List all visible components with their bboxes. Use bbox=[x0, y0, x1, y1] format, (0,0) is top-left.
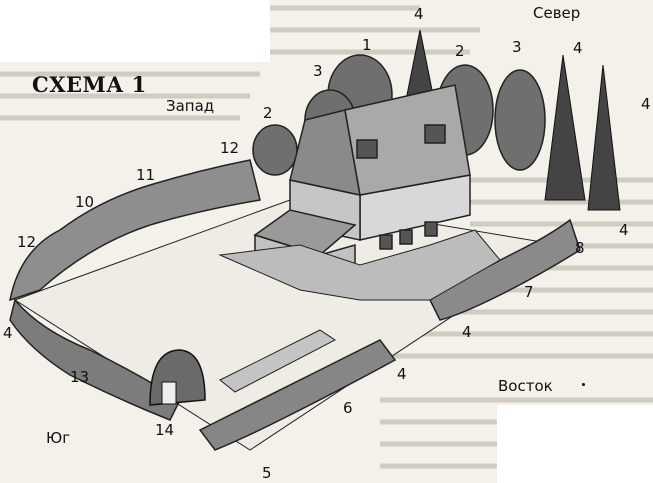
bottom-right-blank bbox=[497, 405, 653, 483]
west-hedge bbox=[9, 159, 261, 302]
plant-label-10: 10 bbox=[75, 193, 95, 211]
path-to-gate bbox=[219, 329, 336, 393]
plant-label-4: 4 bbox=[619, 221, 629, 239]
plant-label-1: 1 bbox=[362, 36, 372, 54]
plant-label-6: 6 bbox=[343, 399, 353, 417]
paved-courtyard bbox=[218, 229, 501, 301]
plant-label-12: 12 bbox=[17, 233, 37, 251]
plant-label-13: 13 bbox=[70, 368, 90, 386]
plant-label-5: 5 bbox=[262, 464, 272, 482]
plant-label-8: 8 bbox=[575, 239, 585, 257]
south-hedge bbox=[9, 298, 181, 421]
east-dot bbox=[582, 383, 585, 386]
direction-west: Запад bbox=[166, 97, 215, 115]
southeast-hedge bbox=[198, 339, 397, 451]
plant-label-4: 4 bbox=[3, 324, 13, 342]
plant-label-2: 2 bbox=[263, 104, 273, 122]
plant-label-3: 3 bbox=[313, 62, 323, 80]
plant-label-2: 2 bbox=[455, 42, 465, 60]
plant-label-3: 3 bbox=[512, 38, 522, 56]
plant-label-11: 11 bbox=[136, 166, 156, 184]
direction-east: Восток bbox=[498, 377, 553, 395]
direction-south: Юг bbox=[46, 429, 71, 447]
plant-label-4: 4 bbox=[397, 365, 407, 383]
plant-label-12: 12 bbox=[220, 139, 240, 157]
direction-north: Север bbox=[533, 4, 581, 22]
plant-label-14: 14 bbox=[155, 421, 175, 439]
house-roof-right bbox=[344, 84, 471, 196]
plant-label-4: 4 bbox=[641, 95, 651, 113]
plant-label-7: 7 bbox=[524, 283, 534, 301]
top-left-blank bbox=[0, 0, 270, 62]
plant-label-4: 4 bbox=[573, 39, 583, 57]
plant-label-4: 4 bbox=[414, 5, 424, 23]
scheme-title: СХЕМА 1 bbox=[32, 72, 147, 97]
plant-label-4: 4 bbox=[462, 323, 472, 341]
